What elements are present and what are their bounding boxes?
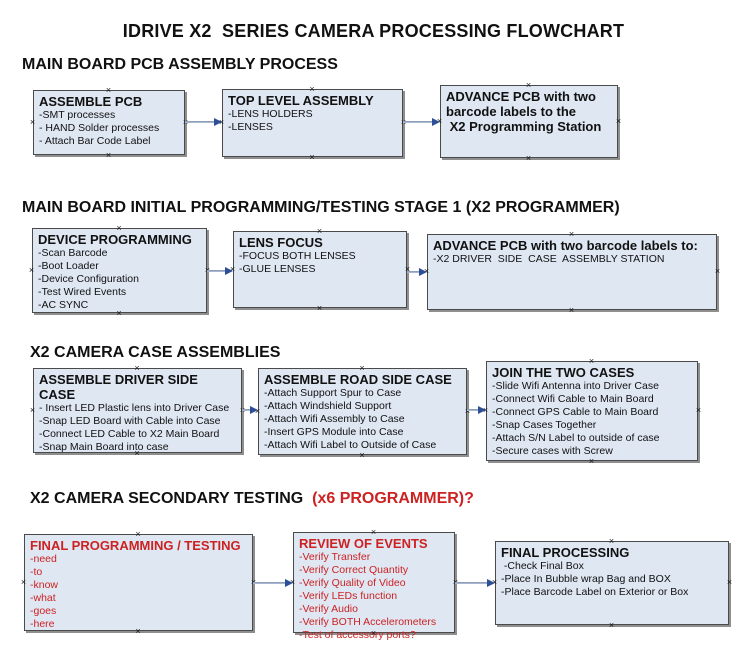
anchor-mark: ×: [568, 305, 575, 315]
arrow-head-icon: [250, 406, 258, 414]
flow-box-advance-pcb-driver-station: ADVANCE PCB with two barcode labels to: …: [424, 229, 720, 315]
anchor-mark: ×: [135, 529, 141, 539]
arrow-line: [242, 409, 254, 411]
box-title: JOIN THE TWO CASES: [492, 365, 635, 380]
anchor-mark: ×: [525, 153, 532, 163]
box-title: TOP LEVEL ASSEMBLY: [228, 93, 374, 108]
anchor-mark: ×: [316, 226, 323, 236]
section-heading-secondary-testing: X2 CAMERA SECONDARY TESTING (x6 PROGRAMM…: [30, 490, 474, 508]
flow-arrow: [455, 578, 495, 588]
box-items: -FOCUS BOTH LENSES -GLUE LENSES: [239, 250, 356, 275]
anchor-mark: ×: [134, 363, 140, 373]
anchor-mark: ×: [316, 303, 323, 313]
box-items: -Verify Transfer -Verify Correct Quantit…: [299, 551, 437, 641]
flow-box-lens-focus: LENS FOCUS -FOCUS BOTH LENSES -GLUE LENS…: [230, 226, 410, 313]
anchor-mark: ×: [525, 80, 532, 90]
anchor-mark: ×: [568, 229, 575, 239]
arrow-head-icon: [419, 268, 427, 276]
arrow-line: [185, 121, 218, 123]
arrow-head-icon: [478, 406, 486, 414]
flow-box-final-processing: FINAL PROCESSING -Check Final Box -Place…: [492, 536, 732, 630]
flow-arrow: [403, 117, 440, 127]
box-items: - Insert LED Plastic lens into Driver Ca…: [39, 402, 230, 453]
anchor-mark: ×: [588, 356, 595, 366]
anchor-mark: ×: [726, 577, 733, 587]
box-items: -Attach Support Spur to Case -Attach Win…: [264, 387, 437, 451]
section-heading-text: MAIN BOARD PCB ASSEMBLY PROCESS: [22, 56, 338, 73]
anchor-mark: ×: [116, 223, 122, 233]
box-title: ASSEMBLE ROAD SIDE CASE: [264, 372, 452, 387]
box-title: FINAL PROGRAMMING / TESTING: [30, 538, 241, 553]
arrow-line: [455, 582, 491, 584]
flow-box-join-the-two-cases: JOIN THE TWO CASES -Slide Wifi Antenna i…: [483, 356, 701, 466]
anchor-mark: ×: [29, 116, 36, 127]
flow-box-assemble-pcb: ASSEMBLE PCB -SMT processes - HAND Solde…: [30, 85, 188, 160]
flow-box-advance-pcb-programming-station: ADVANCE PCB with two barcode labels to t…: [437, 80, 621, 163]
section-heading-text: X2 CAMERA CASE ASSEMBLIES: [30, 344, 281, 361]
page-title: IDRIVE X2 SERIES CAMERA PROCESSING FLOWC…: [122, 21, 625, 41]
flow-arrow: [253, 578, 293, 588]
anchor-mark: ×: [20, 576, 27, 587]
arrow-head-icon: [214, 118, 222, 126]
section-heading-text: X2 CAMERA SECONDARY TESTING: [30, 490, 308, 507]
anchor-mark: ×: [309, 152, 315, 162]
flow-box-top-level-assembly: TOP LEVEL ASSEMBLY -LENS HOLDERS -LENSES…: [219, 84, 406, 162]
flow-arrow: [467, 405, 486, 415]
section-heading-red-text: (x6 PROGRAMMER)?: [307, 490, 474, 507]
box-items: -need -to -know -what -goes -here: [30, 553, 59, 630]
anchor-mark: ×: [615, 115, 622, 126]
box-title: ADVANCE PCB with two barcode labels to t…: [446, 89, 602, 134]
box-title: DEVICE PROGRAMMING: [38, 232, 192, 247]
section-heading-case-assemblies: X2 CAMERA CASE ASSEMBLIES: [30, 344, 280, 362]
arrow-head-icon: [432, 118, 440, 126]
anchor-mark: ×: [588, 456, 595, 466]
flow-box-review-of-events: REVIEW OF EVENTS -Verify Transfer -Verif…: [290, 527, 458, 642]
anchor-mark: ×: [105, 150, 112, 160]
arrow-line: [253, 582, 289, 584]
arrow-line: [207, 270, 229, 272]
arrow-head-icon: [225, 267, 233, 275]
anchor-mark: ×: [608, 620, 615, 630]
box-items: -X2 DRIVER SIDE CASE ASSEMBLY STATION: [433, 253, 665, 265]
flow-box-final-programming-testing: FINAL PROGRAMMING / TESTING -need -to -k…: [21, 529, 256, 636]
anchor-mark: ×: [608, 536, 615, 546]
anchor-mark: ×: [695, 405, 702, 415]
anchor-mark: ×: [359, 363, 365, 373]
section-heading-text: MAIN BOARD INITIAL PROGRAMMING/TESTING S…: [22, 199, 620, 216]
box-title: REVIEW OF EVENTS: [299, 536, 428, 551]
flow-box-device-programming: DEVICE PROGRAMMING -Scan Barcode -Boot L…: [29, 223, 210, 318]
anchor-mark: ×: [359, 450, 365, 460]
anchor-mark: ×: [370, 527, 377, 537]
box-title: ASSEMBLE DRIVER SIDE CASE: [39, 372, 202, 402]
arrow-line: [467, 409, 482, 411]
box-title: LENS FOCUS: [239, 235, 323, 250]
box-title: ASSEMBLE PCB: [39, 94, 143, 109]
box-items: -SMT processes - HAND Solder processes -…: [39, 109, 160, 147]
flow-box-assemble-road-side-case: ASSEMBLE ROAD SIDE CASE -Attach Support …: [255, 363, 470, 460]
flow-arrow: [242, 405, 258, 415]
section-heading-pcb-assembly: MAIN BOARD PCB ASSEMBLY PROCESS: [22, 56, 338, 74]
box-items: -Slide Wifi Antenna into Driver Case -Co…: [492, 380, 660, 457]
anchor-mark: ×: [29, 404, 36, 415]
section-heading-initial-programming: MAIN BOARD INITIAL PROGRAMMING/TESTING S…: [22, 199, 620, 217]
box-items: -LENS HOLDERS -LENSES: [228, 108, 313, 133]
arrow-head-icon: [487, 579, 495, 587]
arrow-head-icon: [285, 579, 293, 587]
flow-arrow: [185, 117, 222, 127]
box-items: -Scan Barcode -Boot Loader -Device Confi…: [38, 247, 139, 311]
arrow-line: [403, 121, 436, 123]
anchor-mark: ×: [105, 85, 112, 95]
flow-box-assemble-driver-side-case: ASSEMBLE DRIVER SIDE CASE - Insert LED P…: [30, 363, 245, 458]
anchor-mark: ×: [28, 264, 35, 275]
arrow-line: [407, 271, 423, 273]
box-items: -Check Final Box -Place In Bubble wrap B…: [501, 560, 689, 598]
flow-arrow: [407, 267, 427, 277]
anchor-mark: ×: [714, 266, 721, 276]
flow-arrow: [207, 266, 233, 276]
anchor-mark: ×: [309, 84, 315, 94]
box-title: FINAL PROCESSING: [501, 545, 630, 560]
box-title: ADVANCE PCB with two barcode labels to:: [433, 238, 698, 253]
